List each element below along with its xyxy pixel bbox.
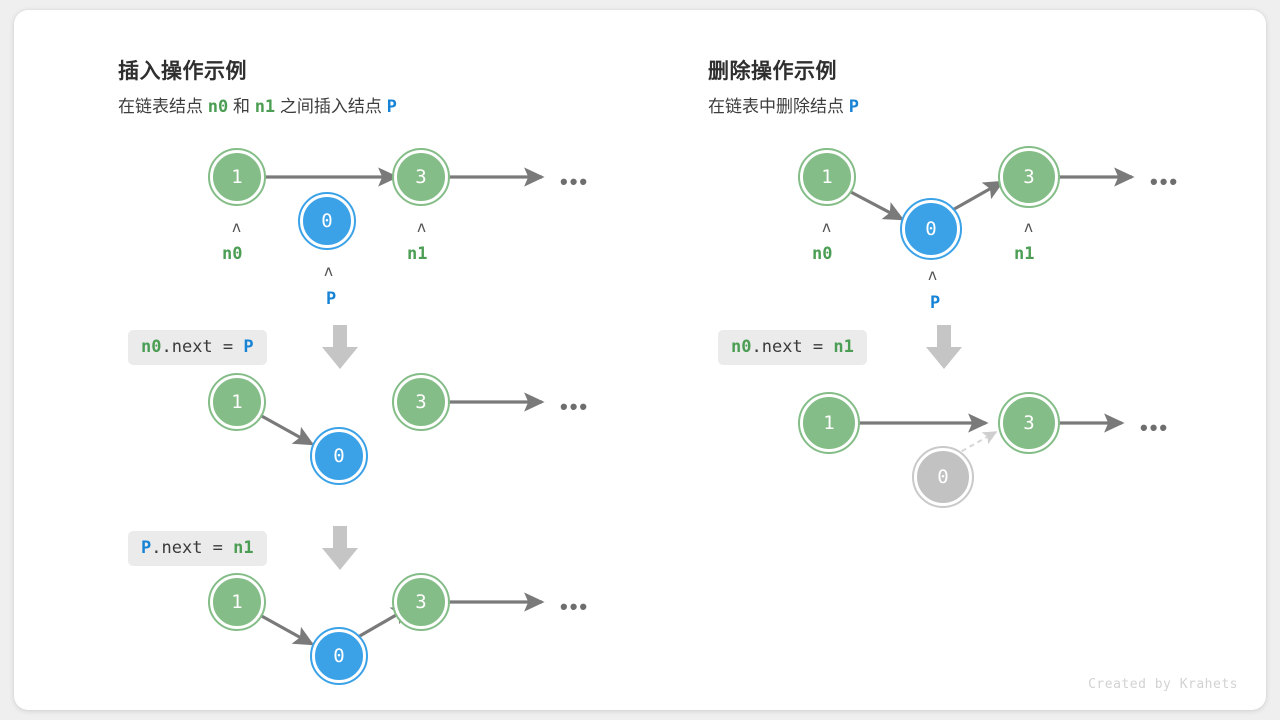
left-subtitle-n0: n0 <box>207 97 229 117</box>
node-0-l1[interactable]: 0 <box>298 192 356 250</box>
pointer-label-n1-l1: n1 <box>407 244 428 264</box>
code-mid-r1: .next = <box>751 337 834 357</box>
code-mid-l2: .next = <box>151 538 234 558</box>
node-1-l3[interactable]: 1 <box>208 573 266 631</box>
right-subtitle-p: P <box>848 97 859 117</box>
code-lhs-r1: n0 <box>731 337 752 357</box>
left-subtitle-p: P <box>386 97 397 117</box>
pointer-label-n0-l1: n0 <box>222 244 243 264</box>
node-3-l2[interactable]: 3 <box>392 373 450 431</box>
node-1-l1[interactable]: 1 <box>208 148 266 206</box>
code-lhs-l1: n0 <box>141 337 162 357</box>
pointer-label-p-r1: P <box>930 293 941 313</box>
code-rhs-l2: n1 <box>233 538 254 558</box>
node-1-r1[interactable]: 1 <box>798 148 856 206</box>
caret-n0-r1: ʌ <box>822 218 832 236</box>
node-1-l2[interactable]: 1 <box>208 373 266 431</box>
code-mid-l1: .next = <box>161 337 244 357</box>
code-rhs-l1: P <box>243 337 254 357</box>
credit-label: Created by Krahets <box>1088 677 1238 692</box>
code-badge-r1: n0.next = n1 <box>718 330 867 366</box>
right-panel-title: 删除操作示例 <box>708 60 837 83</box>
node-1-r2[interactable]: 1 <box>798 392 860 454</box>
left-panel-subtitle: 在链表结点 n0 和 n1 之间插入结点 P <box>118 92 397 117</box>
left-subtitle-text-3: 之间插入结点 <box>279 97 382 116</box>
node-0-r1[interactable]: 0 <box>900 198 962 260</box>
down-arrow-icon-l1 <box>322 325 358 369</box>
left-panel-title: 插入操作示例 <box>118 60 247 83</box>
ellipsis-l2: ••• <box>560 394 590 419</box>
diagram-card: 插入操作示例 在链表结点 n0 和 n1 之间插入结点 P 1 0 3 ••• … <box>14 10 1266 710</box>
caret-p-r1: ʌ <box>928 266 938 284</box>
code-badge-l1: n0.next = P <box>128 330 267 366</box>
caret-n1-r1: ʌ <box>1024 218 1034 236</box>
node-0-l3[interactable]: 0 <box>310 627 368 685</box>
node-0-l2[interactable]: 0 <box>310 427 368 485</box>
right-subtitle-text-1: 在链表中删除结点 <box>708 97 844 116</box>
code-lhs-l2: P <box>141 538 152 558</box>
down-arrow-icon-r1 <box>926 325 962 369</box>
pointer-label-n0-r1: n0 <box>812 244 833 264</box>
caret-n1-l1: ʌ <box>417 218 427 236</box>
pointer-label-n1-r1: n1 <box>1014 244 1035 264</box>
down-arrow-icon-l2 <box>322 526 358 570</box>
node-3-r2[interactable]: 3 <box>998 392 1060 454</box>
ellipsis-r1: ••• <box>1150 169 1180 194</box>
caret-n0-l1: ʌ <box>232 218 242 236</box>
ellipsis-l3: ••• <box>560 594 590 619</box>
node-3-r1[interactable]: 3 <box>998 146 1060 208</box>
caret-p-l1: ʌ <box>324 262 334 280</box>
node-3-l3[interactable]: 3 <box>392 573 450 631</box>
pointer-label-p-l1: P <box>326 289 337 309</box>
code-badge-l2: P.next = n1 <box>128 531 267 567</box>
left-subtitle-text-1: 在链表结点 <box>118 97 203 116</box>
right-panel-subtitle: 在链表中删除结点 P <box>708 92 859 117</box>
node-0-deleted-r2[interactable]: 0 <box>912 446 974 508</box>
ellipsis-r2: ••• <box>1140 415 1170 440</box>
left-subtitle-n1: n1 <box>254 97 276 117</box>
code-rhs-r1: n1 <box>833 337 854 357</box>
ellipsis-l1: ••• <box>560 169 590 194</box>
left-subtitle-text-2: 和 <box>232 97 250 116</box>
node-3-l1[interactable]: 3 <box>392 148 450 206</box>
